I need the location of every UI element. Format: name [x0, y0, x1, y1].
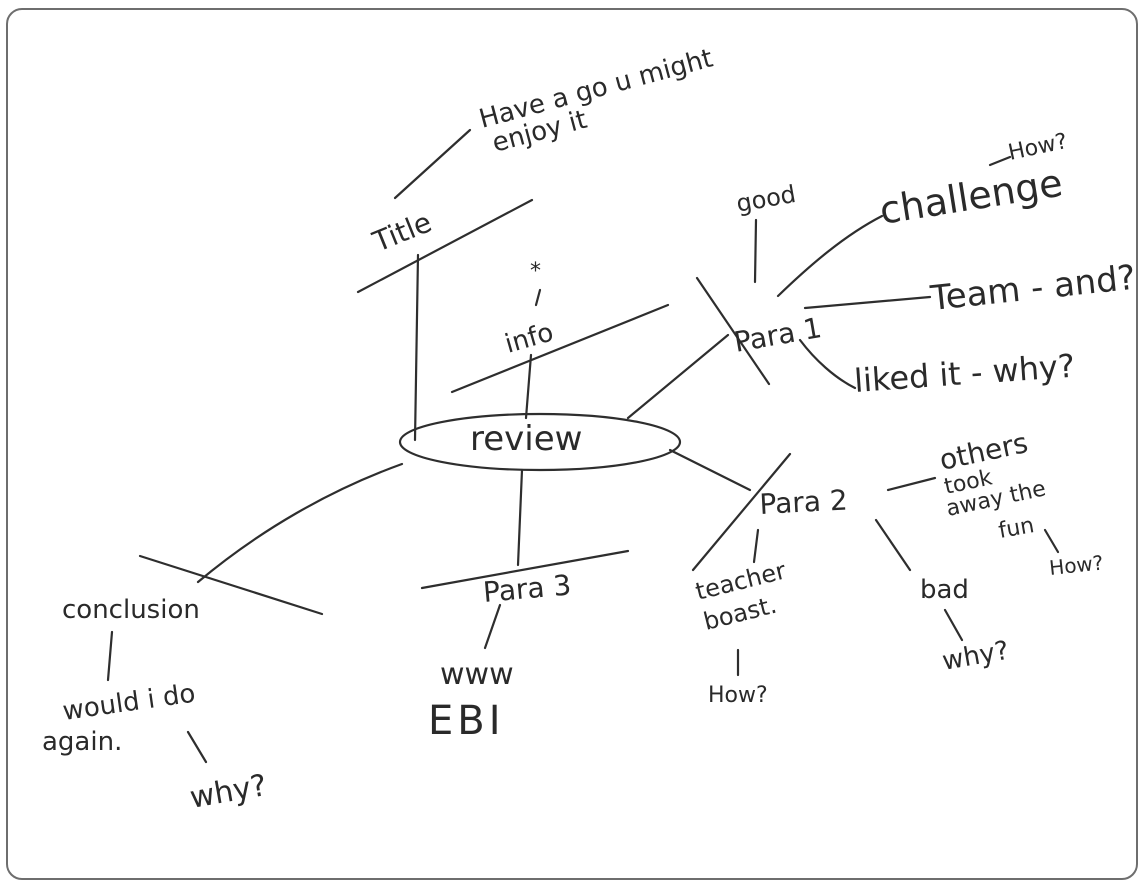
- center-label: review: [470, 419, 582, 459]
- conclusion-crossline: [138, 554, 324, 616]
- para1-connector: [626, 333, 730, 420]
- para2-others-line4: fun: [997, 513, 1036, 544]
- para3-label: Para 3: [482, 568, 573, 609]
- para1-team: Team - and?: [928, 258, 1138, 319]
- title-underline: [356, 198, 534, 294]
- title-label: Title: [367, 205, 436, 258]
- info-connector: [524, 353, 533, 420]
- para2-others-q: How?: [1048, 550, 1104, 580]
- info-underline: [450, 303, 670, 394]
- conclusion-label: conclusion: [62, 595, 200, 625]
- conclusion-connector: [196, 462, 404, 584]
- para1-challenge-q-dash: [988, 155, 1012, 167]
- para3-www-connector: [483, 603, 502, 650]
- para1-challenge-connector: [776, 214, 884, 298]
- para1-team-connector: [803, 295, 932, 310]
- info-mark: *: [530, 259, 541, 284]
- para2-bad-connector: [874, 518, 912, 572]
- para1-good: good: [734, 180, 798, 218]
- para1-challenge-q: How?: [1006, 129, 1070, 166]
- para2-teacher-connector: [752, 528, 760, 564]
- title-note-line1: Have a go u might: [476, 44, 716, 135]
- title-connector: [413, 253, 420, 442]
- para1-liked: liked it - why?: [853, 347, 1076, 400]
- conclusion-again-q-stem: [186, 730, 208, 764]
- para3-connector: [516, 468, 524, 567]
- para2-crossline: [691, 452, 792, 572]
- conclusion-again-line1: would i do: [61, 679, 197, 727]
- para2-label: Para 2: [759, 483, 849, 521]
- center-ellipse: [398, 412, 682, 472]
- conclusion-again-stem: [106, 630, 114, 682]
- para3-ebi: EBI: [428, 698, 505, 744]
- conclusion-again-line2: again.: [42, 727, 122, 757]
- para1-liked-connector: [798, 338, 857, 390]
- para2-connector: [668, 448, 752, 492]
- conclusion-again-q: why?: [187, 768, 269, 816]
- para3-www: www: [440, 657, 514, 692]
- para2-others-q-stem: [1043, 528, 1060, 554]
- para2-bad-q: why?: [940, 636, 1011, 677]
- title-note-connector: [393, 128, 472, 200]
- paper-frame: [6, 8, 1138, 880]
- para1-crossline: [695, 276, 771, 386]
- info-mark-stem: [534, 288, 542, 307]
- para2-bad-q-stem: [943, 608, 964, 642]
- para2-teacher-q: How?: [708, 683, 768, 708]
- para1-good-stem: [753, 218, 758, 284]
- para3-underline: [420, 549, 630, 590]
- para2-bad: bad: [920, 575, 969, 605]
- para2-others-connector: [886, 476, 937, 492]
- para1-challenge: challenge: [877, 161, 1066, 233]
